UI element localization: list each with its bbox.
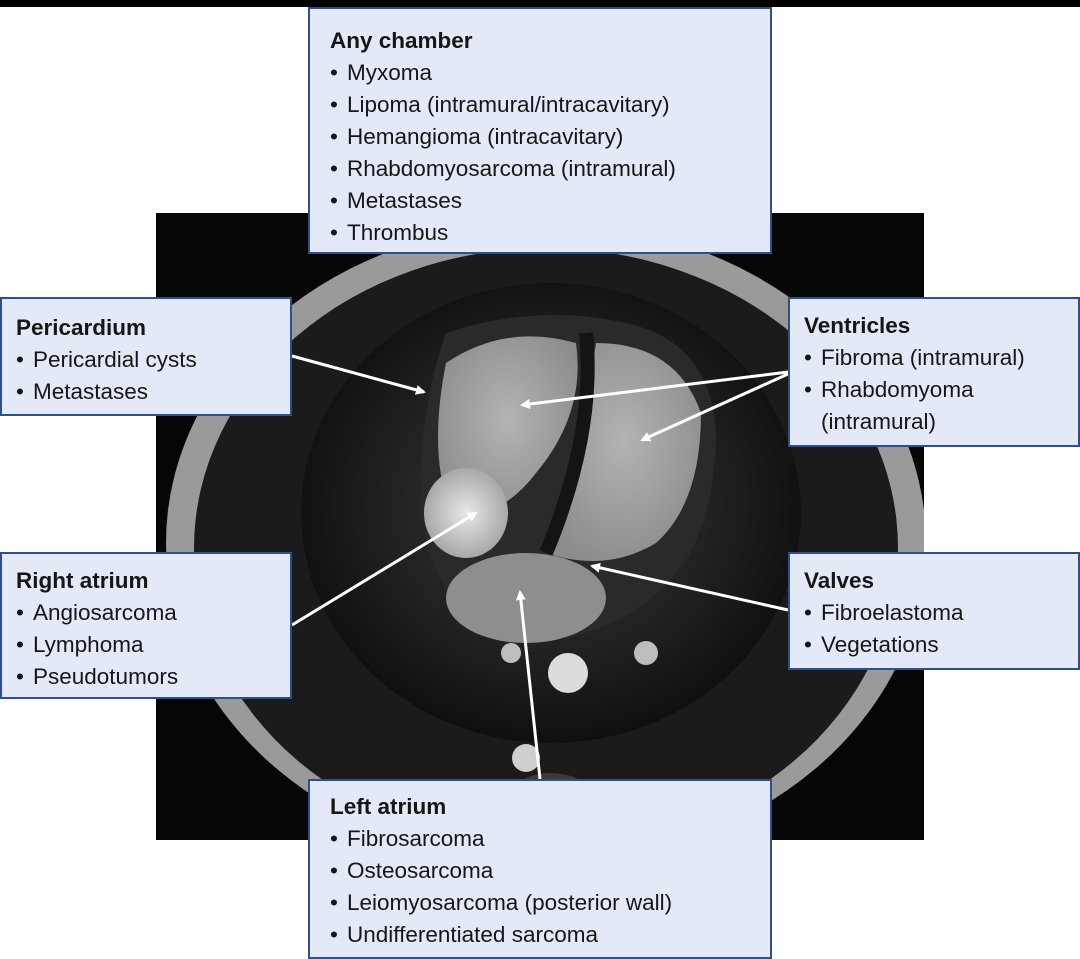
box-pericardium: Pericardium Pericardial cysts Metastases	[0, 297, 292, 416]
list-item: Metastases	[16, 376, 290, 408]
box-list-right-atrium: Angiosarcoma Lymphoma Pseudotumors	[16, 597, 290, 693]
box-title-any-chamber: Any chamber	[330, 28, 473, 53]
list-item: Thrombus	[330, 217, 770, 249]
box-title-valves: Valves	[804, 568, 875, 593]
list-item: Lymphoma	[16, 629, 290, 661]
top-edge-bar	[0, 0, 1080, 7]
list-item: Fibroma (intramural)	[804, 342, 1078, 374]
list-item: Rhabdomyosarcoma (intramural)	[330, 153, 770, 185]
list-item: Fibrosarcoma	[330, 823, 770, 855]
list-item: Pseudotumors	[16, 661, 290, 693]
box-any-chamber: Any chamber Myxoma Lipoma (intramural/in…	[308, 7, 772, 254]
list-item: Undifferentiated sarcoma	[330, 919, 770, 951]
list-item: Vegetations	[804, 629, 1078, 661]
box-title-left-atrium: Left atrium	[330, 794, 447, 819]
box-left-atrium: Left atrium Fibrosarcoma Osteosarcoma Le…	[308, 779, 772, 959]
list-item: Angiosarcoma	[16, 597, 290, 629]
box-list-ventricles: Fibroma (intramural) Rhabdomyoma (intram…	[804, 342, 1078, 438]
list-item: Lipoma (intramural/intracavitary)	[330, 89, 770, 121]
box-title-pericardium: Pericardium	[16, 315, 147, 340]
list-item: Leiomyosarcoma (posterior wall)	[330, 887, 770, 919]
box-list-left-atrium: Fibrosarcoma Osteosarcoma Leiomyosarcoma…	[330, 823, 770, 951]
list-item: Metastases	[330, 185, 770, 217]
list-item: Pericardial cysts	[16, 344, 290, 376]
box-right-atrium: Right atrium Angiosarcoma Lymphoma Pseud…	[0, 552, 292, 699]
box-valves: Valves Fibroelastoma Vegetations	[788, 552, 1080, 670]
box-list-pericardium: Pericardial cysts Metastases	[16, 344, 290, 408]
box-list-valves: Fibroelastoma Vegetations	[804, 597, 1078, 661]
list-item: Osteosarcoma	[330, 855, 770, 887]
box-ventricles: Ventricles Fibroma (intramural) Rhabdomy…	[788, 297, 1080, 447]
list-item: Myxoma	[330, 57, 770, 89]
box-title-ventricles: Ventricles	[804, 313, 911, 338]
box-list-any-chamber: Myxoma Lipoma (intramural/intracavitary)…	[330, 57, 770, 249]
list-item: Fibroelastoma	[804, 597, 1078, 629]
list-item: Rhabdomyoma (intramural)	[804, 374, 1051, 438]
list-item: Hemangioma (intracavitary)	[330, 121, 770, 153]
box-title-right-atrium: Right atrium	[16, 568, 149, 593]
